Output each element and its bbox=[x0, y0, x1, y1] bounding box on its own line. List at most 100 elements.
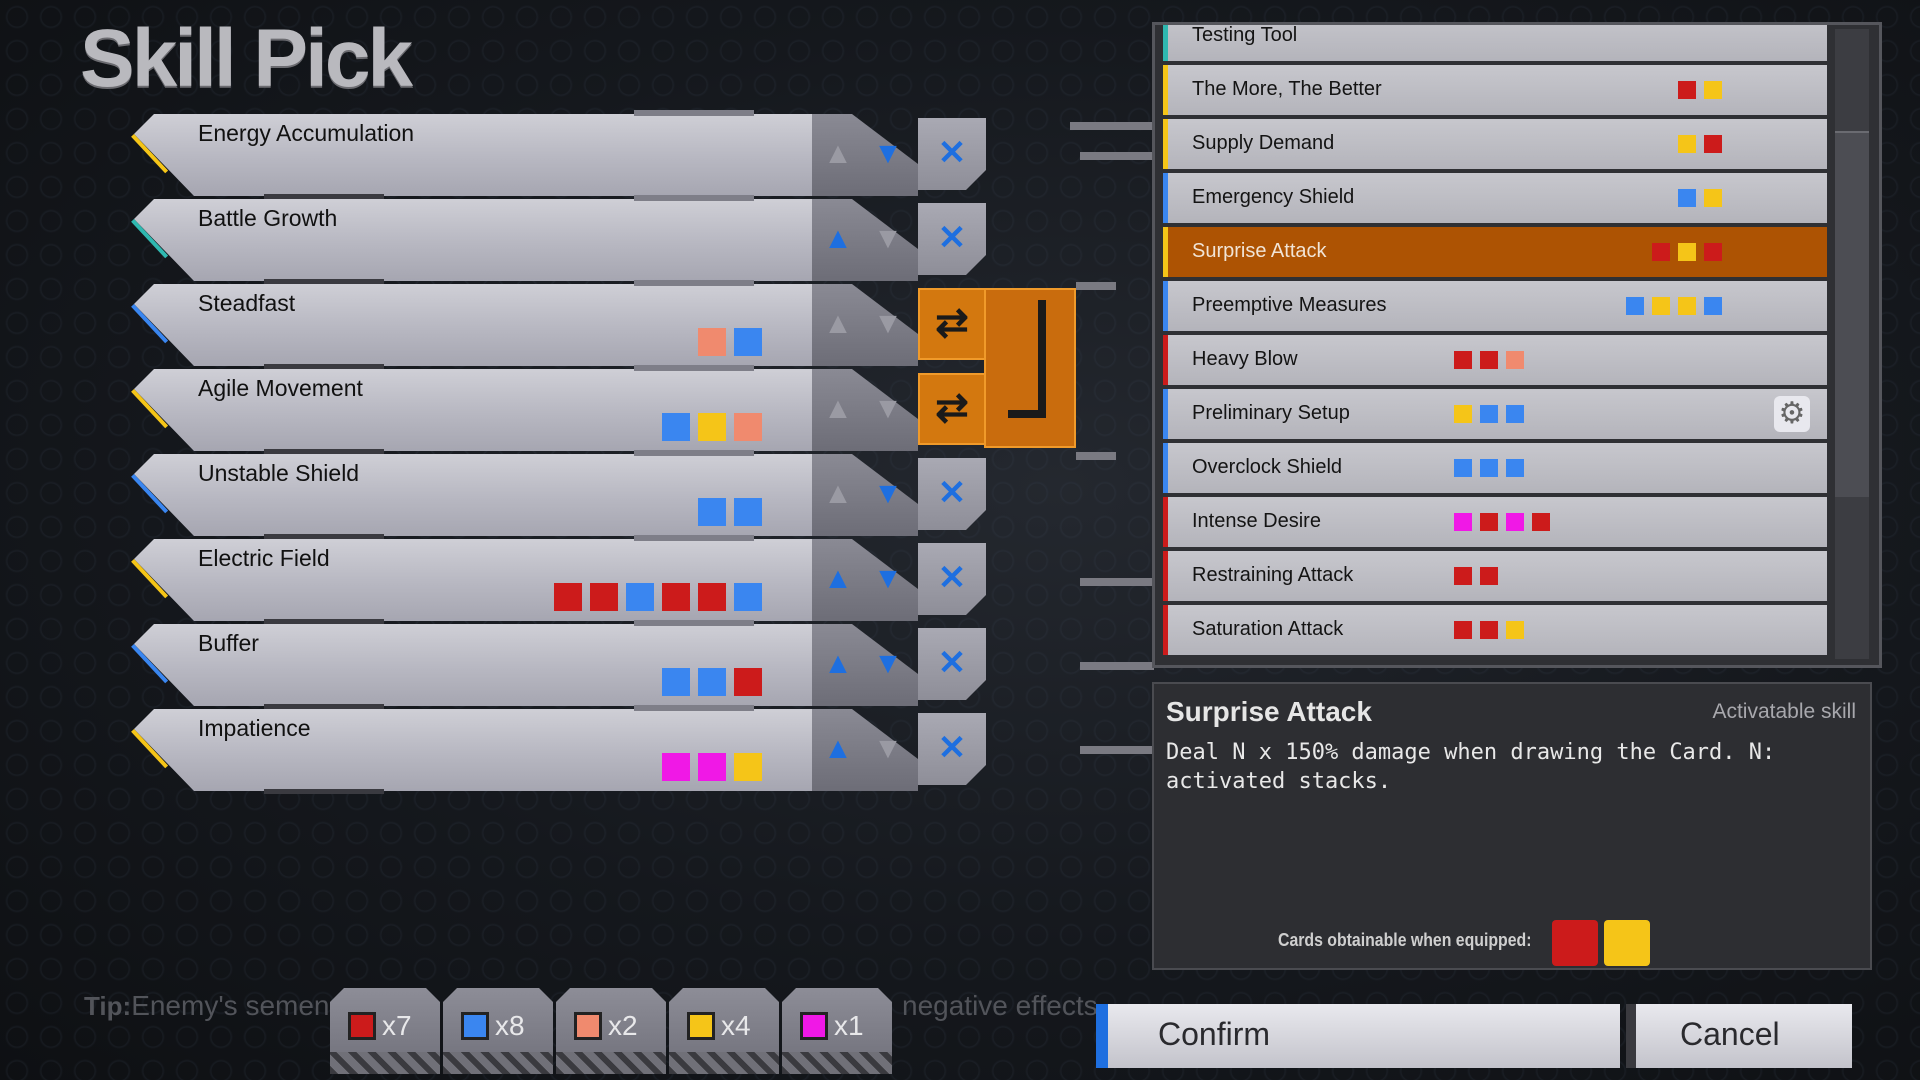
red-gem bbox=[1480, 621, 1498, 639]
move-down-icon[interactable]: ▼ bbox=[873, 477, 903, 510]
skill-slot[interactable]: Electric Field bbox=[131, 535, 814, 624]
red-gem bbox=[590, 583, 618, 611]
slot-order-controls: ▲▼ bbox=[812, 454, 918, 536]
skill-list-item-name: Preliminary Setup bbox=[1192, 402, 1350, 424]
blue-gem bbox=[1454, 459, 1472, 477]
gear-icon[interactable]: ⚙ bbox=[1774, 396, 1810, 432]
skill-list-item-name: Testing Tool bbox=[1192, 24, 1298, 46]
tip-left: Enemy's semen bbox=[131, 990, 330, 1021]
yellow-gem bbox=[1678, 243, 1696, 261]
skill-slot[interactable]: Energy Accumulation bbox=[131, 110, 814, 199]
skill-list-item-name: Overclock Shield bbox=[1192, 456, 1343, 478]
red-gem bbox=[1678, 81, 1696, 99]
card-count: x4 bbox=[721, 1010, 751, 1041]
connector-line bbox=[1076, 282, 1116, 290]
skill-list-item[interactable]: The More, The Better bbox=[1163, 65, 1827, 115]
move-up-icon[interactable]: ▲ bbox=[823, 477, 853, 510]
swap-icon[interactable]: ⇄ bbox=[918, 373, 986, 445]
card-counter: x8 bbox=[443, 988, 553, 1074]
remove-icon[interactable]: ✕ bbox=[918, 628, 986, 700]
skill-slot[interactable]: Agile Movement bbox=[131, 365, 814, 454]
skill-list-item[interactable]: Emergency Shield bbox=[1163, 173, 1827, 223]
magenta-gem bbox=[1454, 513, 1472, 531]
skill-slot[interactable]: Unstable Shield bbox=[131, 450, 814, 539]
yellow-gem bbox=[1454, 405, 1472, 423]
skill-list-item[interactable]: Preemptive Measures bbox=[1163, 281, 1827, 331]
move-up-icon[interactable]: ▲ bbox=[823, 392, 853, 425]
connector-line bbox=[1080, 746, 1154, 754]
move-up-icon[interactable]: ▲ bbox=[823, 307, 853, 340]
move-down-icon[interactable]: ▼ bbox=[873, 307, 903, 340]
move-up-icon[interactable]: ▲ bbox=[823, 647, 853, 680]
skill-list-item[interactable]: Preliminary Setup ⚙ bbox=[1163, 389, 1827, 439]
skill-list-item[interactable]: Intense Desire bbox=[1163, 497, 1827, 547]
move-down-icon[interactable]: ▼ bbox=[873, 222, 903, 255]
card-counter: x1 bbox=[782, 988, 892, 1074]
magenta-gem bbox=[698, 753, 726, 781]
move-up-icon[interactable]: ▲ bbox=[823, 732, 853, 765]
remove-icon[interactable]: ✕ bbox=[918, 543, 986, 615]
move-up-icon[interactable]: ▲ bbox=[823, 222, 853, 255]
move-down-icon[interactable]: ▼ bbox=[873, 647, 903, 680]
skill-slot-name: Steadfast bbox=[198, 290, 296, 316]
skill-slot[interactable]: Battle Growth bbox=[131, 195, 814, 284]
skill-slot-name: Impatience bbox=[198, 715, 311, 741]
connector-line bbox=[1080, 578, 1154, 586]
remove-icon[interactable]: ✕ bbox=[918, 203, 986, 275]
skill-slot-name: Agile Movement bbox=[198, 375, 363, 401]
swap-icon[interactable]: ⇄ bbox=[918, 288, 986, 360]
yellow-card-icon bbox=[687, 1012, 715, 1040]
skill-list-item[interactable]: Testing Tool bbox=[1163, 24, 1827, 61]
skill-slot-name: Battle Growth bbox=[198, 205, 338, 231]
move-down-icon[interactable]: ▼ bbox=[873, 137, 903, 170]
card-count: x2 bbox=[608, 1010, 638, 1041]
blue-gem bbox=[1678, 189, 1696, 207]
skill-slot-name: Buffer bbox=[198, 630, 259, 656]
move-down-icon[interactable]: ▼ bbox=[873, 562, 903, 595]
red-gem bbox=[698, 583, 726, 611]
salmon-gem bbox=[698, 328, 726, 356]
blue-gem bbox=[662, 668, 690, 696]
confirm-button[interactable]: Confirm bbox=[1096, 1004, 1620, 1068]
slot-order-controls: ▲▼ bbox=[812, 284, 918, 366]
skill-list-item[interactable]: Restraining Attack bbox=[1163, 551, 1827, 601]
magenta-card-icon bbox=[800, 1012, 828, 1040]
skill-slot[interactable]: Buffer bbox=[131, 620, 814, 709]
skill-slot[interactable]: Impatience bbox=[131, 705, 814, 794]
scrollbar-thumb[interactable] bbox=[1835, 131, 1869, 497]
slot-order-controls: ▲▼ bbox=[812, 199, 918, 281]
yellow-gem bbox=[1506, 621, 1524, 639]
skill-list-item-gems bbox=[1678, 189, 1722, 207]
skill-list-item-gems bbox=[1626, 297, 1722, 315]
slot-order-controls: ▲▼ bbox=[812, 369, 918, 451]
blue-gem bbox=[1480, 459, 1498, 477]
remove-icon[interactable]: ✕ bbox=[918, 713, 986, 785]
remove-icon[interactable]: ✕ bbox=[918, 458, 986, 530]
move-up-icon[interactable]: ▲ bbox=[823, 562, 853, 595]
skill-slot[interactable]: Steadfast bbox=[131, 280, 814, 369]
skill-list-item[interactable]: Heavy Blow bbox=[1163, 335, 1827, 385]
remove-icon[interactable]: ✕ bbox=[918, 118, 986, 190]
blue-gem bbox=[698, 668, 726, 696]
skill-slot-gems bbox=[662, 668, 762, 696]
move-down-icon[interactable]: ▼ bbox=[873, 392, 903, 425]
cancel-button[interactable]: Cancel bbox=[1626, 1004, 1852, 1068]
skill-list-item[interactable]: Overclock Shield bbox=[1163, 443, 1827, 493]
salmon-card-icon bbox=[574, 1012, 602, 1040]
move-up-icon[interactable]: ▲ bbox=[823, 137, 853, 170]
skill-list-item[interactable]: Supply Demand bbox=[1163, 119, 1827, 169]
skill-list-item[interactable]: Saturation Attack bbox=[1163, 605, 1827, 655]
blue-gem bbox=[626, 583, 654, 611]
skill-slot-name: Energy Accumulation bbox=[198, 120, 415, 146]
connector-line bbox=[1080, 152, 1154, 160]
red-gem bbox=[1454, 621, 1472, 639]
skill-list-item[interactable]: Surprise Attack bbox=[1163, 227, 1827, 277]
connector-line bbox=[1080, 662, 1154, 670]
cancel-label: Cancel bbox=[1680, 1016, 1780, 1052]
skill-list-item-name: Emergency Shield bbox=[1192, 186, 1355, 208]
yellow-gem bbox=[1678, 135, 1696, 153]
yellow-gem bbox=[698, 413, 726, 441]
salmon-gem bbox=[1506, 351, 1524, 369]
move-down-icon[interactable]: ▼ bbox=[873, 732, 903, 765]
